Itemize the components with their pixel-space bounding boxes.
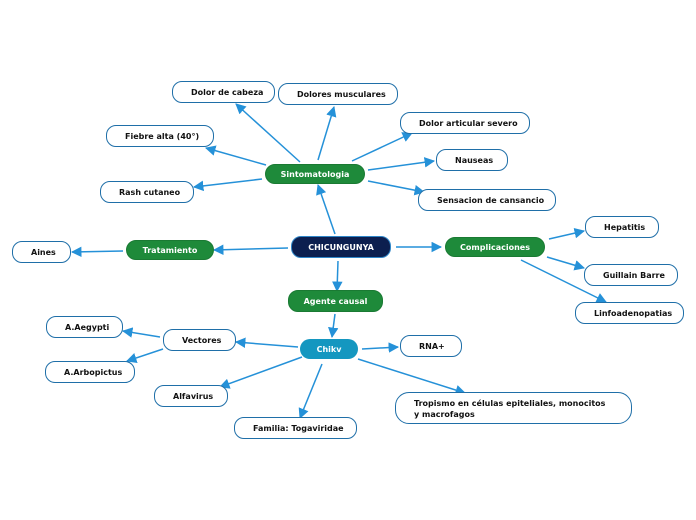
node-a-aegypti[interactable]: A.Aegypti bbox=[46, 316, 123, 338]
node-rash-cutaneo[interactable]: Rash cutaneo bbox=[100, 181, 194, 203]
node-dolores-musculares[interactable]: Dolores musculares bbox=[278, 83, 398, 105]
node-complicaciones[interactable]: Complicaciones bbox=[445, 237, 545, 257]
node-dolor-cabeza[interactable]: Dolor de cabeza bbox=[172, 81, 275, 103]
node-agente-causal[interactable]: Agente causal bbox=[288, 290, 383, 312]
node-aines[interactable]: Aines bbox=[12, 241, 71, 263]
link-root-to-tratamiento bbox=[212, 244, 289, 255]
link-root-to-sintomatologia bbox=[316, 184, 336, 235]
node-guillain-barre[interactable]: Guillain Barre bbox=[584, 264, 678, 286]
link-sintomatologia-to-dolor-cabeza bbox=[235, 103, 301, 163]
node-alfavirus[interactable]: Alfavirus bbox=[154, 385, 228, 407]
link-complicaciones-to-hepatitis bbox=[548, 227, 586, 240]
link-vectores-to-arbopictus bbox=[126, 348, 164, 363]
link-sintomatologia-to-dolor-articular bbox=[351, 132, 413, 162]
link-chikv-to-familia bbox=[298, 363, 323, 419]
link-chikv-to-rna bbox=[361, 342, 400, 353]
link-sintomatologia-to-dolores-musculares bbox=[317, 105, 337, 161]
node-familia-togaviridae[interactable]: Familia: Togaviridae bbox=[234, 417, 357, 439]
link-sintomatologia-to-rash bbox=[192, 178, 263, 192]
link-complicaciones-to-guillain bbox=[546, 256, 586, 271]
link-agente-causal-to-chikv bbox=[328, 313, 339, 339]
node-linfoadenopatias[interactable]: Linfoadenopatias bbox=[575, 302, 684, 324]
link-chikv-to-alfavirus bbox=[219, 356, 303, 389]
node-a-arbopictus[interactable]: A.Arbopictus bbox=[45, 361, 135, 383]
link-tratamiento-to-aines bbox=[70, 246, 124, 258]
node-sensacion-cansancio[interactable]: Sensacion de cansancio bbox=[418, 189, 556, 211]
node-hepatitis[interactable]: Hepatitis bbox=[585, 216, 659, 238]
node-fiebre-alta[interactable]: Fiebre alta (40°) bbox=[106, 125, 214, 147]
link-vectores-to-aegypti bbox=[121, 327, 161, 338]
node-rna[interactable]: RNA+ bbox=[400, 335, 462, 357]
node-tropismo[interactable]: Tropismo en células epiteliales, monocit… bbox=[395, 392, 632, 424]
node-nauseas[interactable]: Nauseas bbox=[436, 149, 508, 171]
link-sintomatologia-to-fiebre bbox=[204, 145, 267, 166]
link-root-to-agente-causal bbox=[332, 260, 343, 293]
node-chikv[interactable]: Chikv bbox=[300, 339, 358, 359]
link-sintomatologia-to-nauseas bbox=[367, 157, 436, 171]
node-chicungunya[interactable]: CHICUNGUNYA bbox=[291, 236, 391, 258]
link-chikv-to-tropismo bbox=[357, 358, 467, 396]
node-vectores[interactable]: Vectores bbox=[163, 329, 236, 351]
link-sintomatologia-to-cansancio bbox=[367, 180, 426, 196]
link-chikv-to-vectores bbox=[234, 337, 299, 348]
node-tratamiento[interactable]: Tratamiento bbox=[126, 240, 214, 260]
node-dolor-articular[interactable]: Dolor articular severo bbox=[400, 112, 530, 134]
link-complicaciones-to-linfoadenopatias bbox=[520, 259, 607, 303]
node-sintomatologia[interactable]: Sintomatologia bbox=[265, 164, 365, 184]
